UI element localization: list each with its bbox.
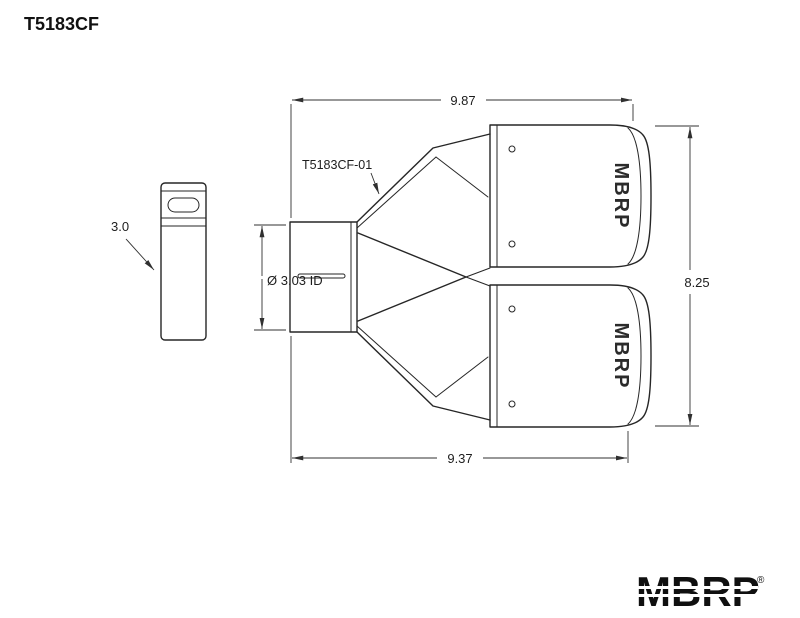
tip-top-rivet <box>508 145 516 153</box>
side-view-slot <box>167 197 200 213</box>
mbrp-logo: MBRP ® <box>632 568 765 615</box>
front-view-assembly <box>289 124 652 428</box>
registered-mark: ® <box>757 575 765 586</box>
tip-bottom-body <box>489 284 652 428</box>
dim-bottom-width-value: 9.37 <box>447 451 472 466</box>
side-view-inlet <box>160 182 207 341</box>
inlet-clamp-slit <box>297 273 346 279</box>
tip-top-body <box>489 124 652 268</box>
tip-top-brand-text: MBRP <box>610 163 632 230</box>
y-fold-bottom <box>435 356 489 398</box>
y-inner-bottom <box>356 325 437 398</box>
dimension-annotations: 9.87 9.37 8.25 Ø 3.03 ID <box>254 93 710 466</box>
y-notch-link-bottom <box>465 276 491 287</box>
logo-stripe <box>632 586 758 589</box>
tip-top-rivet <box>508 240 516 248</box>
dim-inlet-id-value: Ø 3.03 ID <box>267 273 323 288</box>
y-outer-bottom <box>356 331 491 421</box>
leader-arrow <box>125 238 155 271</box>
y-fold-top <box>435 156 489 198</box>
logo-stripe <box>632 594 758 597</box>
tip-bottom-brand-text: MBRP <box>610 323 632 390</box>
tip-top-rolled-edge <box>627 127 642 265</box>
y-outer-top <box>356 133 491 223</box>
y-notch-link-top <box>465 267 491 278</box>
part-label-callout: T5183CF-01 <box>302 158 380 195</box>
side-depth-callout: 3.0 <box>111 219 155 271</box>
mbrp-logo-text: MBRP <box>636 568 760 615</box>
side-view-body <box>160 182 207 341</box>
y-inner-top <box>356 156 437 229</box>
part-label-text: T5183CF-01 <box>302 158 372 172</box>
tip-bottom-rivet <box>508 400 516 408</box>
part-number-title: T5183CF <box>24 14 99 34</box>
inlet-pipe <box>289 221 358 333</box>
dim-height-value: 8.25 <box>684 275 709 290</box>
tip-bottom-rivet <box>508 305 516 313</box>
leader-arrow <box>370 172 380 195</box>
side-depth-value: 3.0 <box>111 219 129 234</box>
dim-top-width-value: 9.87 <box>450 93 475 108</box>
y-split-notch <box>357 232 467 322</box>
tip-bottom-rolled-edge <box>627 287 642 425</box>
